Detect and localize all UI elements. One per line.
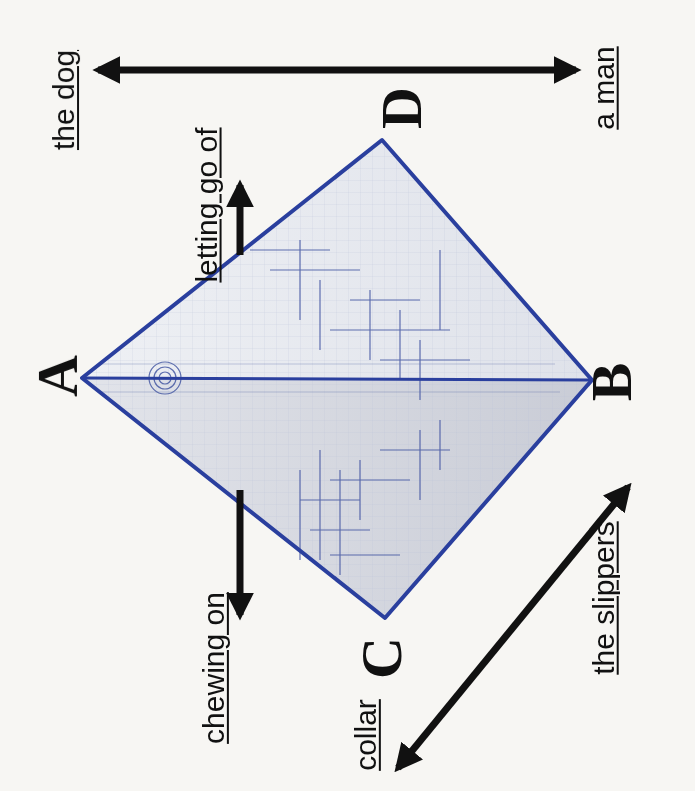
arrow: [98, 70, 628, 768]
subject-label: the dog: [49, 50, 79, 150]
vertex-label: A: [29, 355, 87, 397]
object-label: a man: [589, 46, 619, 129]
grid-texture: [82, 140, 592, 618]
pyramid-outline: [82, 140, 592, 618]
vertex-label: C: [353, 637, 411, 679]
arrow: [237, 185, 244, 255]
object-label: collar: [351, 699, 381, 771]
double-arrow: [98, 67, 576, 74]
object-label: the slippers: [589, 521, 619, 674]
arrow: [237, 490, 244, 615]
vertex-label: B: [583, 363, 641, 402]
sketch-lines: [100, 240, 560, 575]
vertex-label: D: [373, 87, 431, 129]
relation-label: letting go of: [192, 127, 222, 282]
double-arrow: [398, 487, 628, 768]
relation-label: chewing on: [199, 592, 229, 744]
